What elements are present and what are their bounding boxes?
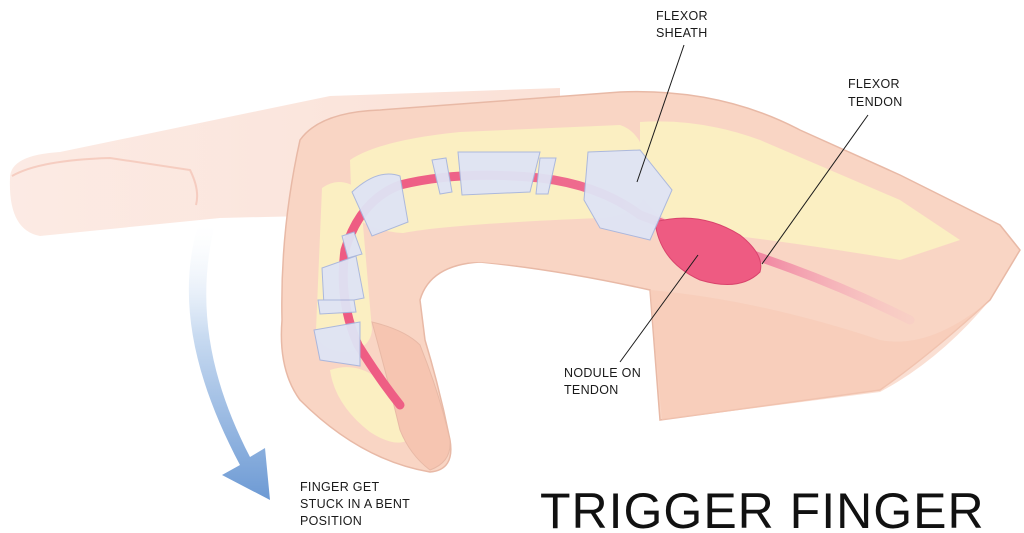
palm-shading (650, 290, 990, 420)
flexor-tendon-leader (761, 114, 869, 265)
flexor-tendon-label: FLEXOR TENDON (848, 77, 904, 109)
nodule-leader (619, 254, 699, 363)
ghost-fingernail (11, 156, 199, 206)
bend-direction-arrow (188, 225, 270, 500)
finger-flesh-inner (395, 218, 700, 292)
flexor-sheath-pulleys (313, 149, 673, 367)
flexor-sheath-label: FLEXOR SHEATH (656, 9, 712, 40)
flexor-sheath-leader (636, 44, 685, 183)
nodule-on-tendon-label: NODULE ON TENDON (564, 366, 645, 397)
distal-phalanx (330, 367, 408, 443)
diagram-title: TRIGGER FINGER (540, 483, 985, 533)
finger-stuck-label: FINGER GET STUCK IN A BENT POSITION (300, 480, 414, 528)
tendon-nodule (654, 217, 762, 285)
